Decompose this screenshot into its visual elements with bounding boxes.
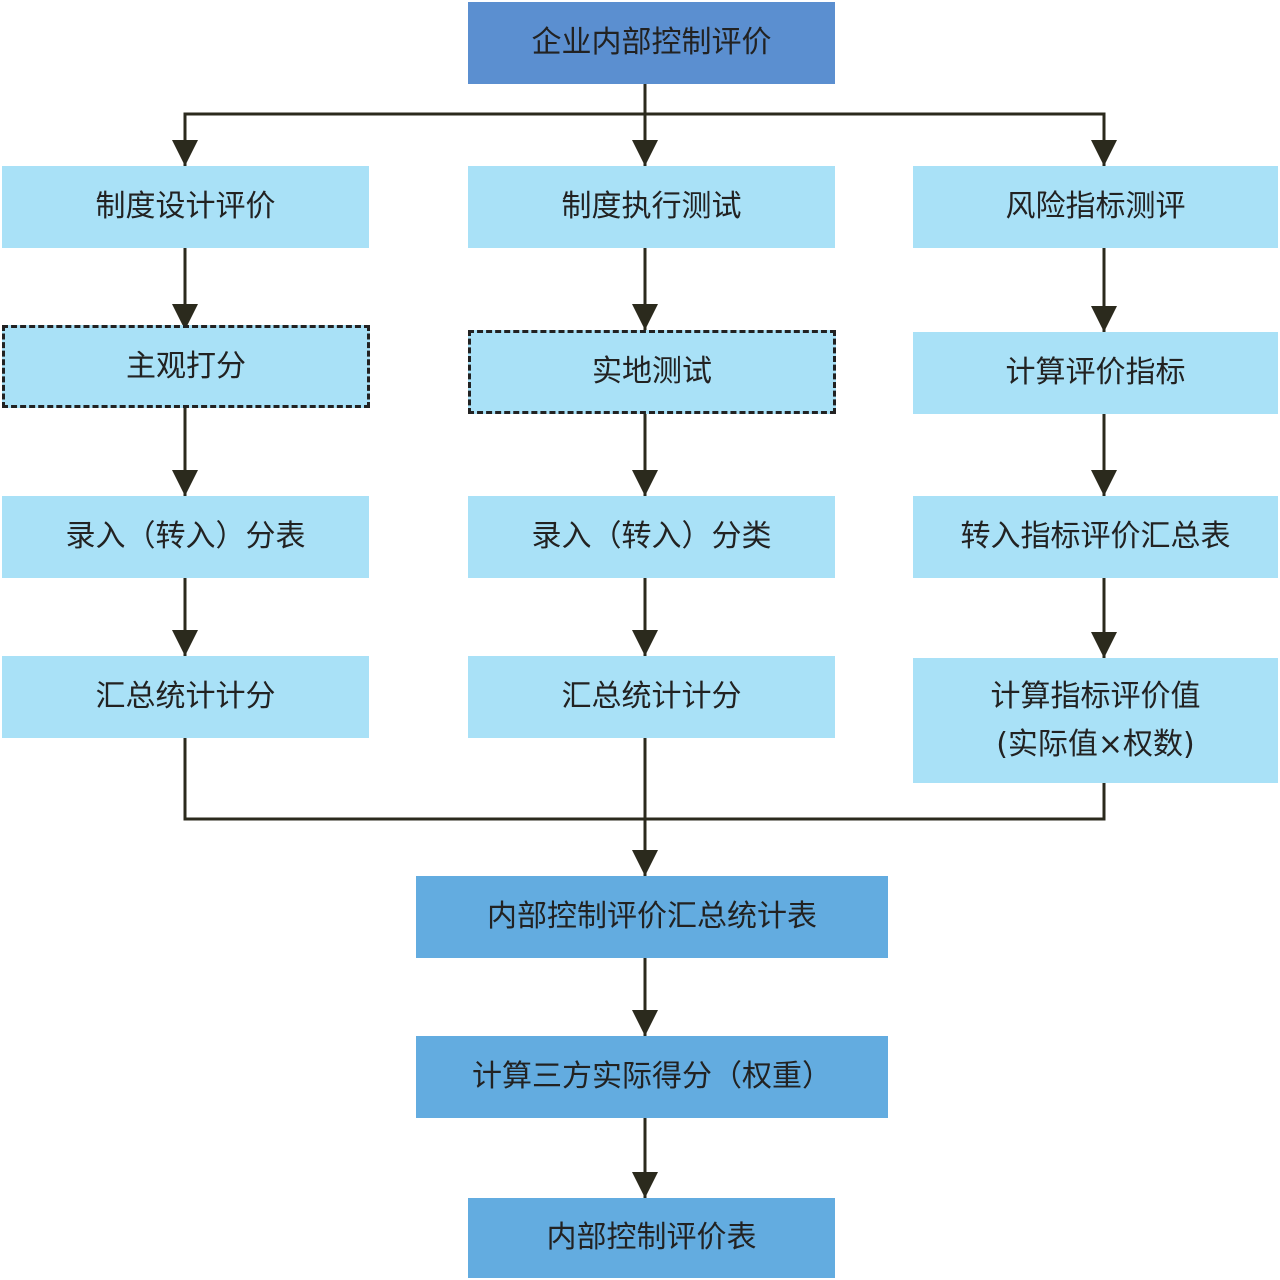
node-middle-step-1-label: 实地测试	[592, 354, 712, 389]
node-middle-step-2: 录入（转入）分类	[468, 496, 835, 578]
node-right-step-2-label: 转入指标评价汇总表	[960, 519, 1231, 554]
node-top-label: 企业内部控制评价	[531, 25, 772, 60]
node-right-step-3-formula: (实际值×权数)	[996, 726, 1195, 762]
node-middle-head: 制度执行测试	[468, 166, 835, 248]
node-left-head-label: 制度设计评价	[95, 189, 276, 224]
node-weighted-score-label: 计算三方实际得分（权重）	[472, 1059, 832, 1094]
node-middle-step-2-label: 录入（转入）分类	[531, 519, 772, 554]
node-left-step-3-label: 汇总统计计分	[95, 679, 276, 714]
node-left-step-2-label: 录入（转入）分表	[65, 519, 306, 554]
node-final: 内部控制评价表	[468, 1198, 835, 1278]
node-right-step-2: 转入指标评价汇总表	[913, 496, 1278, 578]
node-weighted-score: 计算三方实际得分（权重）	[416, 1036, 888, 1118]
node-right-step-1: 计算评价指标	[913, 332, 1278, 414]
node-left-step-2: 录入（转入）分表	[2, 496, 369, 578]
node-right-head-label: 风险指标测评	[1005, 189, 1186, 224]
node-left-head: 制度设计评价	[2, 166, 369, 248]
node-right-head: 风险指标测评	[913, 166, 1278, 248]
node-final-label: 内部控制评价表	[546, 1220, 757, 1255]
node-middle-step-3-label: 汇总统计计分	[561, 679, 742, 714]
node-middle-head-label: 制度执行测试	[561, 189, 742, 224]
node-top: 企业内部控制评价	[468, 2, 835, 84]
node-left-step-1-label: 主观打分	[126, 348, 246, 384]
node-middle-step-1: 实地测试	[468, 330, 836, 414]
node-summary-label: 内部控制评价汇总统计表	[487, 899, 817, 934]
node-left-step-1: 主观打分	[2, 325, 370, 408]
node-right-step-3: 计算指标评价值 (实际值×权数)	[913, 658, 1278, 783]
node-right-step-3-label: 计算指标评价值	[990, 678, 1201, 714]
node-middle-step-3: 汇总统计计分	[468, 656, 835, 738]
node-right-step-1-label: 计算评价指标	[1005, 355, 1186, 390]
node-left-step-3: 汇总统计计分	[2, 656, 369, 738]
node-summary: 内部控制评价汇总统计表	[416, 876, 888, 958]
